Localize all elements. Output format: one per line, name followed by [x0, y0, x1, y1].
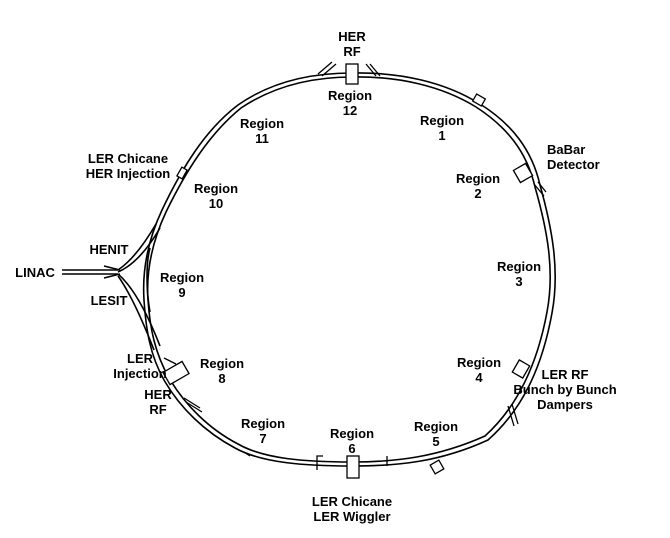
ler-chicane-top-box	[176, 166, 188, 180]
injection-lines	[62, 223, 161, 351]
lesit-label: LESIT	[90, 293, 128, 308]
chicane-bottom-stub-left	[316, 455, 323, 470]
her-rf-top-stub-right	[365, 63, 381, 77]
henit-label: HENIT	[89, 242, 129, 257]
lesit-line	[117, 273, 161, 347]
region1-box	[471, 93, 487, 107]
triangle-right-edge	[146, 247, 151, 313]
ler-injection-stub	[163, 357, 177, 365]
ler-chicane-box	[346, 455, 360, 479]
region7-dot	[243, 451, 251, 457]
henit-line-2	[117, 227, 161, 273]
component-boxes	[162, 63, 534, 479]
region5-box	[429, 459, 445, 475]
ring-outer-line	[142, 72, 556, 467]
lesit-line-2	[117, 275, 155, 351]
her-rf-top-stub-left	[317, 61, 337, 77]
henit-line	[117, 223, 157, 271]
linac-stub-2	[103, 273, 121, 279]
ler-rf-stub	[507, 403, 519, 427]
track-markers	[163, 61, 547, 470]
her-rf-top-box	[345, 63, 359, 85]
linac-label: LINAC	[15, 265, 55, 280]
ler-injection-box	[162, 360, 190, 386]
babar-stub	[533, 181, 547, 197]
babar-box	[512, 162, 534, 184]
her-rf-left-stub	[183, 397, 203, 413]
ler-rf-box	[511, 359, 531, 379]
linac-stub-1	[103, 265, 121, 271]
